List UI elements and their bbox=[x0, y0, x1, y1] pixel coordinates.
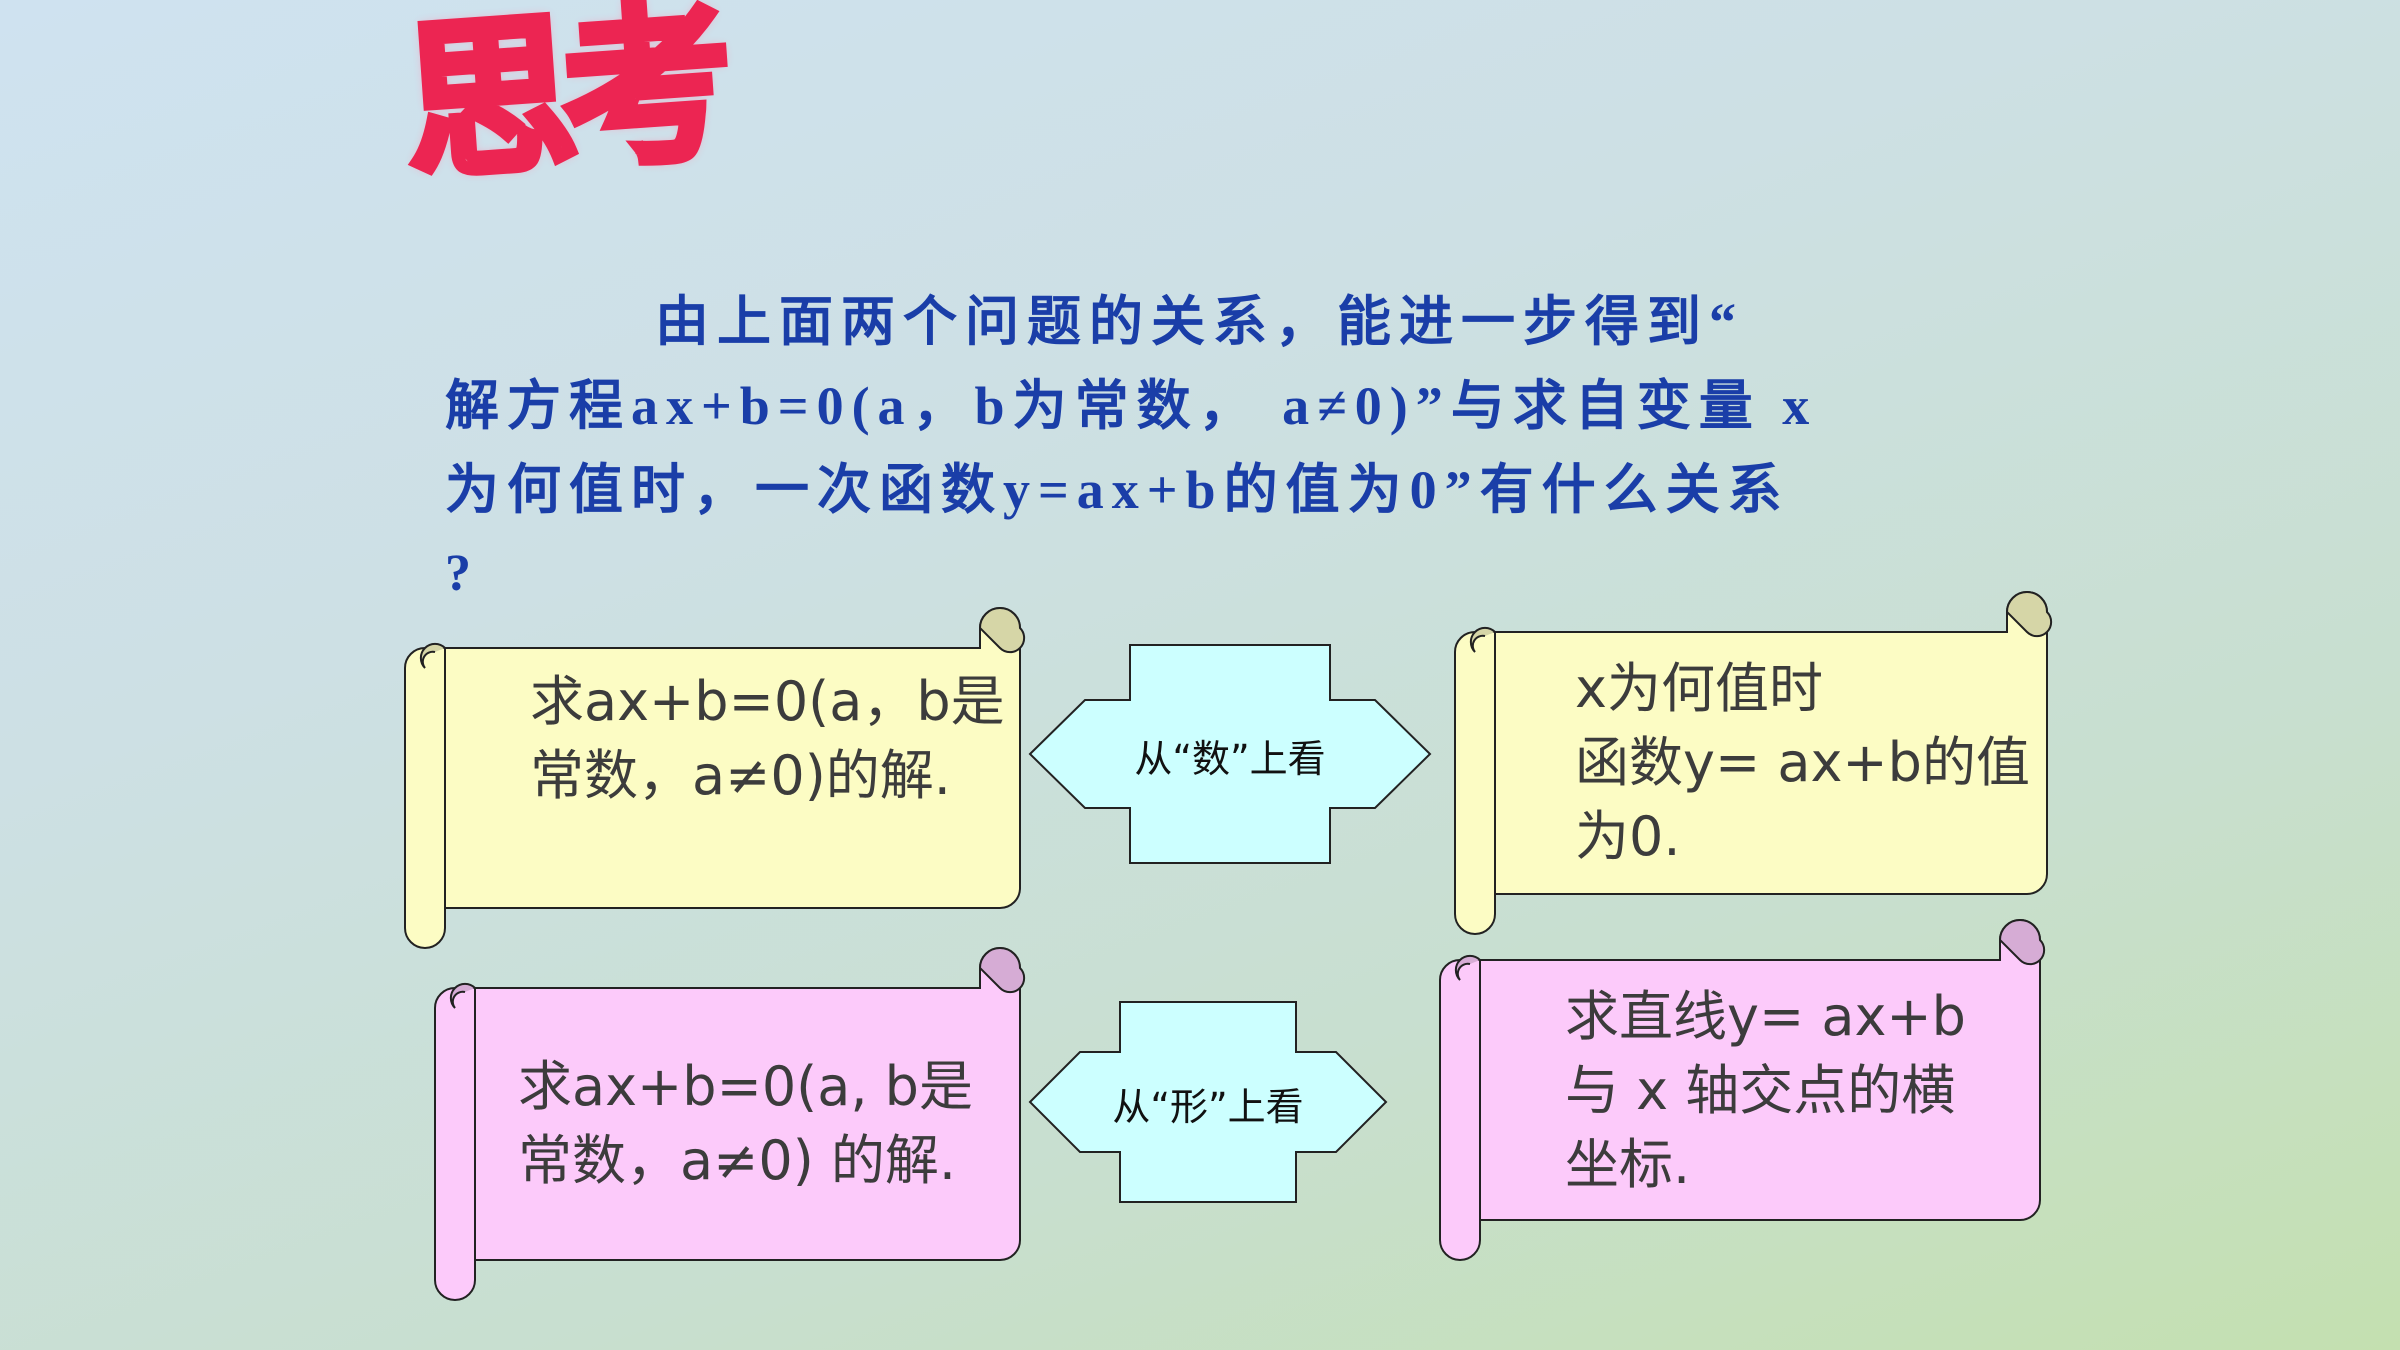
scroll-bottom-right bbox=[1439, 919, 2046, 1261]
scroll-bottom-left-line-2: 常数，a≠0) 的解. bbox=[518, 1129, 957, 1192]
arrow-top-label: 从“数”上看 bbox=[1134, 737, 1326, 781]
scroll-bottom-left bbox=[434, 947, 1026, 1301]
scroll-bottom-left-text: 求ax+b=0(a, b是 常数，a≠0) 的解. bbox=[518, 1050, 973, 1198]
double-arrow-top bbox=[1028, 644, 1432, 864]
question-line-4: ? bbox=[445, 545, 479, 602]
scroll-bottom-left-line-1: 求ax+b=0(a, b是 bbox=[518, 1055, 973, 1118]
scroll-bottom-right-line-2: 与 x 轴交点的横 bbox=[1565, 1059, 1956, 1122]
slide-title: 思考 bbox=[394, 0, 731, 209]
question-line-2: 解方程ax+b=0(a，b为常数， a≠0)”与求自变量 x bbox=[445, 376, 1818, 436]
scroll-top-left-line-1: 求ax+b=0(a，b是 bbox=[530, 670, 1005, 733]
scroll-top-left-line-2: 常数，a≠0)的解. bbox=[530, 744, 951, 807]
arrow-bottom-label: 从“形”上看 bbox=[1112, 1085, 1304, 1129]
question-line-3: 为何值时，一次函数y=ax+b的值为0”有什么关系 bbox=[445, 460, 1790, 520]
scroll-top-right-text: x为何值时 函数y= ax+b的值 为0. bbox=[1575, 652, 2030, 874]
scroll-top-right-line-2: 函数y= ax+b的值 bbox=[1575, 731, 2030, 794]
scroll-top-left-text: 求ax+b=0(a，b是 常数，a≠0)的解. bbox=[530, 665, 1005, 813]
question-line-1: 由上面两个问题的关系，能进一步得到“ bbox=[655, 292, 1744, 352]
question-text: 由上面两个问题的关系，能进一步得到“ 解方程ax+b=0(a，b为常数， a≠0… bbox=[445, 280, 1925, 616]
scroll-bottom-right-line-1: 求直线y= ax+b bbox=[1565, 985, 1966, 1048]
scroll-top-right-line-3: 为0. bbox=[1575, 805, 1681, 868]
scroll-top-right-line-1: x为何值时 bbox=[1575, 657, 1823, 720]
scroll-bottom-right-line-3: 坐标. bbox=[1565, 1133, 1691, 1196]
double-arrow-bottom bbox=[1028, 1001, 1388, 1203]
scroll-bottom-right-text: 求直线y= ax+b 与 x 轴交点的横 坐标. bbox=[1565, 980, 1966, 1202]
scroll-top-left bbox=[404, 607, 1026, 949]
scroll-top-right bbox=[1454, 591, 2053, 935]
